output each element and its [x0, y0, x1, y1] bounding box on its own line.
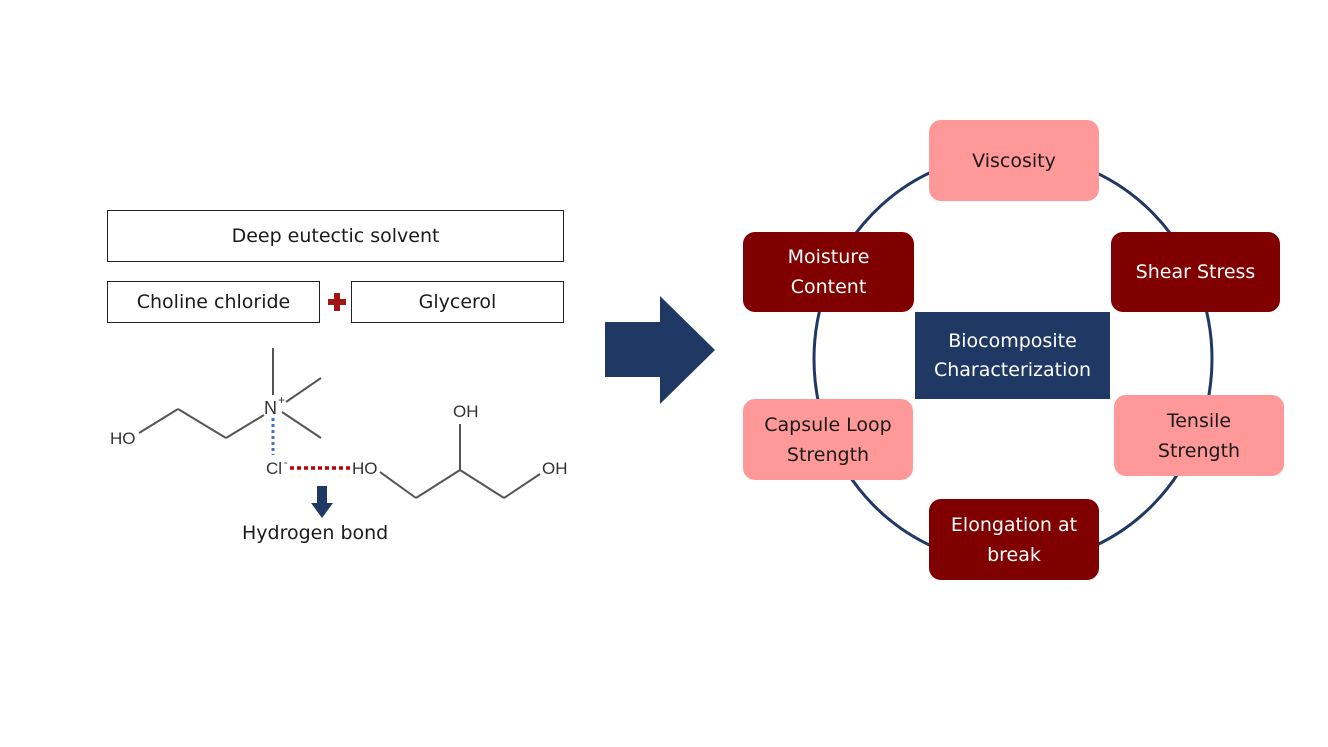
node-moisture-content: Moisture Content — [743, 232, 914, 312]
chloride-text: Cl — [266, 459, 282, 478]
nitrogen-charge-text: + — [278, 393, 285, 407]
node-moisture-content-label: Moisture Content — [787, 246, 870, 298]
hydrogen-bond-caption: Hydrogen bond — [242, 522, 389, 544]
choline-ho-text: HO — [110, 429, 136, 448]
node-viscosity-label: Viscosity — [972, 149, 1056, 172]
deep-eutectic-solvent-box: Deep eutectic solvent — [107, 210, 564, 262]
node-tensile-strength: Tensile Strength — [1114, 395, 1284, 476]
nitrogen-text: N — [264, 398, 277, 418]
node-elongation-label: Elongation at break — [950, 513, 1078, 566]
glycerol-oh-right-text: OH — [542, 459, 568, 478]
down-arrow-icon — [311, 486, 333, 518]
glycerol-oh-top-text: OH — [453, 402, 479, 421]
glycerol-skeleton — [379, 424, 541, 499]
right-arrow-icon — [605, 296, 715, 406]
node-capsule-loop-strength: Capsule Loop Strength — [743, 399, 913, 480]
choline-chloride-box: Choline chloride — [107, 281, 320, 323]
choline-skeleton — [138, 348, 322, 439]
glycerol-box: Glycerol — [351, 281, 564, 323]
molecule-structure: HO N + Cl - HO OH OH — [110, 348, 568, 499]
node-shear-stress-label: Shear Stress — [1135, 261, 1256, 283]
node-tensile-strength-label: Tensile Strength — [1157, 409, 1241, 462]
node-shear-stress: Shear Stress — [1111, 232, 1280, 312]
node-elongation-at-break: Elongation at break — [929, 499, 1099, 580]
center-label: Biocomposite Characterization — [933, 329, 1092, 381]
glycerol-label: Glycerol — [418, 291, 497, 313]
glycerol-ho-text: HO — [352, 459, 378, 478]
node-viscosity: Viscosity — [929, 120, 1099, 201]
center-biocomposite-characterization: Biocomposite Characterization — [915, 312, 1110, 399]
choline-chloride-label: Choline chloride — [136, 291, 291, 313]
chloride-charge-text: - — [284, 457, 288, 469]
plus-icon — [327, 292, 347, 312]
deep-eutectic-solvent-label: Deep eutectic solvent — [231, 225, 440, 247]
node-capsule-loop-label: Capsule Loop Strength — [764, 413, 892, 466]
